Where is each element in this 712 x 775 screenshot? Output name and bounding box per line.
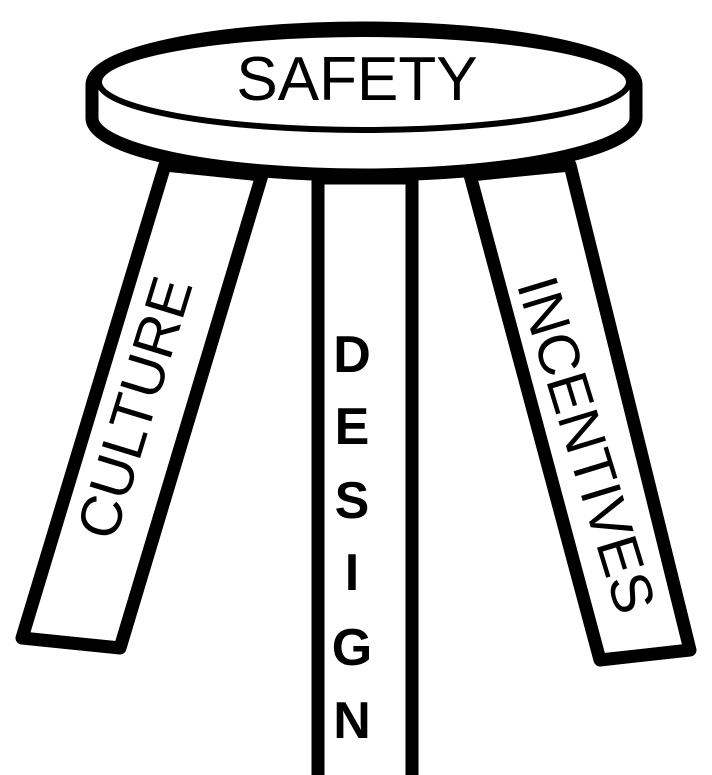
leg-center-letter-n: N bbox=[333, 692, 371, 750]
leg-center-letter-i: I bbox=[345, 544, 359, 602]
seat-label: SAFETY bbox=[236, 45, 477, 114]
leg-center-letter-s: S bbox=[335, 472, 370, 530]
leg-center: D E S I G N bbox=[318, 178, 412, 775]
seat: SAFETY bbox=[92, 28, 636, 175]
leg-center-letter-d: D bbox=[333, 326, 371, 384]
leg-center-letter-e: E bbox=[335, 398, 370, 456]
leg-center-letter-g: G bbox=[332, 619, 372, 677]
leg-left: CULTURE bbox=[22, 165, 262, 648]
leg-right: INCENTIVES bbox=[470, 165, 690, 660]
